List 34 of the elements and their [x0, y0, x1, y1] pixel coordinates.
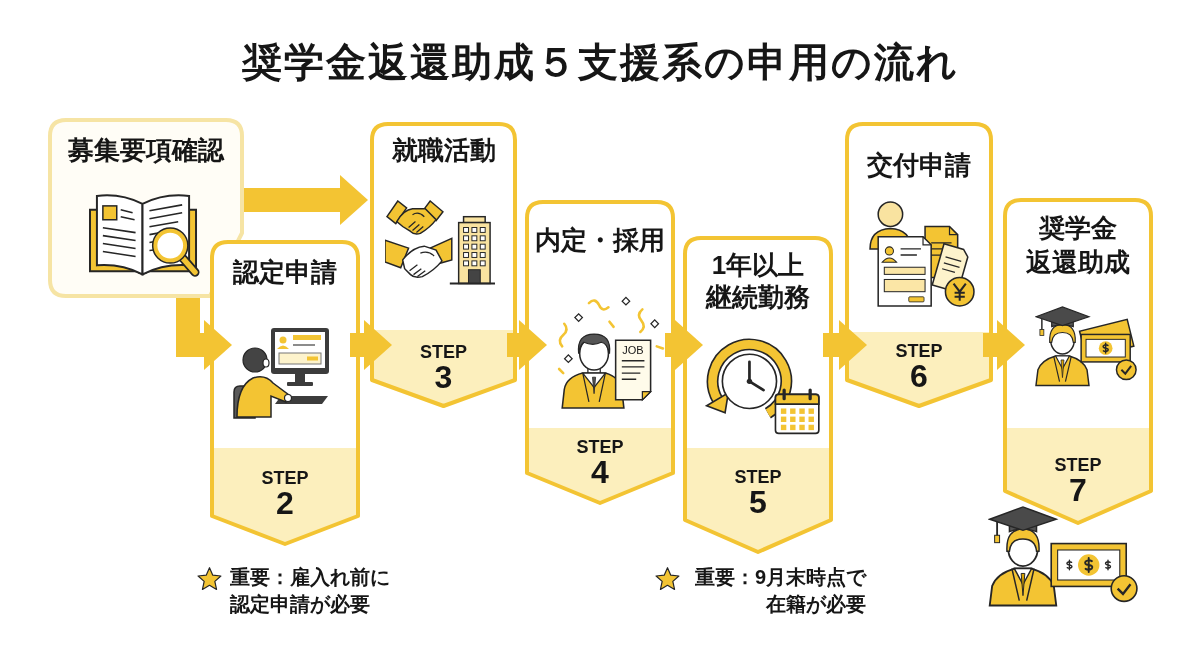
arrow: [507, 320, 547, 370]
step-label: STEP: [734, 467, 782, 487]
heading: 1年以上継続勤務: [704, 249, 811, 313]
note-text: 重要：9月末時点で在籍が必要: [693, 565, 866, 617]
step-number: 2: [276, 488, 294, 518]
step-card: [683, 236, 833, 554]
note-text: 重要：雇入れ前に認定申請が必要: [230, 565, 391, 617]
heading: 内定・採用: [535, 224, 665, 256]
document-label: JOB: [622, 344, 644, 357]
step-card: [525, 200, 675, 505]
arrow: [244, 175, 368, 225]
step-card: [210, 240, 360, 546]
step-label: STEP: [1054, 455, 1102, 475]
heading: 認定申請: [233, 256, 337, 288]
heading: 就職活動: [391, 134, 496, 166]
title: 奨学金返還助成５支援系の申用の流れ: [241, 39, 959, 86]
arrow: [983, 320, 1025, 370]
heading: 募集要項確認: [68, 134, 224, 166]
step-label: STEP: [576, 437, 624, 457]
step-label: STEP: [261, 468, 309, 488]
step-number: 5: [749, 487, 767, 517]
step-card: [1003, 198, 1153, 525]
step-label: STEP: [895, 341, 943, 361]
step-number: 6: [910, 361, 928, 391]
step-number: 7: [1069, 475, 1087, 505]
heading: 交付申請: [867, 149, 971, 181]
step-label: STEP: [420, 342, 467, 362]
arrow: [350, 320, 392, 370]
heading: 奨学金返還助成: [1025, 212, 1131, 279]
arrow: [665, 320, 703, 370]
step-card: [845, 122, 993, 408]
step-number: 4: [591, 457, 609, 487]
step-card: [370, 122, 517, 408]
step-number: 3: [434, 362, 453, 392]
